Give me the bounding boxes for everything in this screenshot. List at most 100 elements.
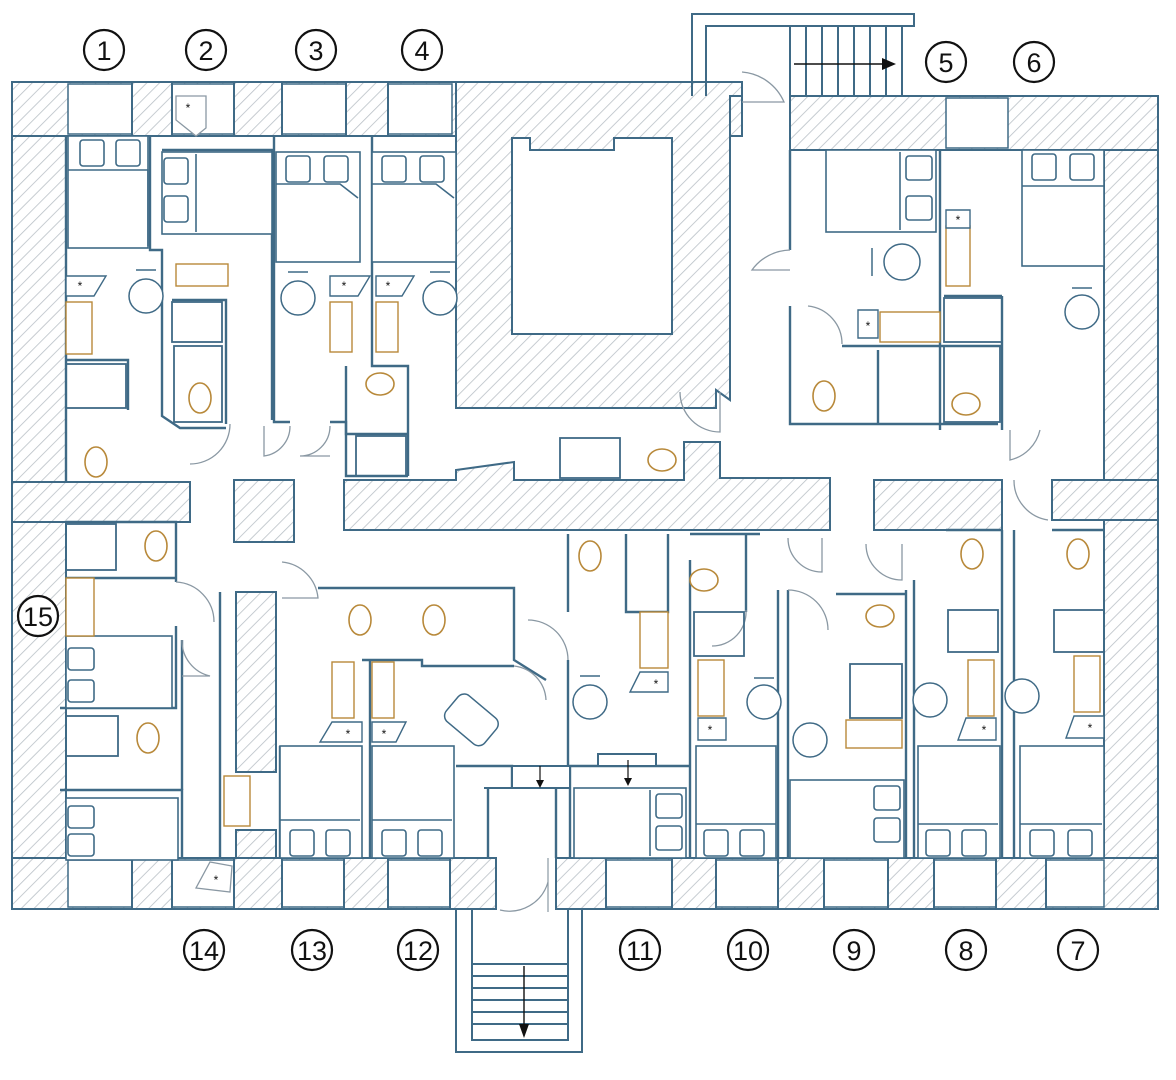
sink-icon xyxy=(879,311,941,343)
room-label-9: 9 xyxy=(832,928,876,972)
shower-icon xyxy=(65,523,117,571)
wall-post xyxy=(233,81,283,137)
room-label-4: 4 xyxy=(400,28,444,72)
room-number: 8 xyxy=(958,936,973,966)
window xyxy=(387,859,451,908)
window xyxy=(387,83,453,135)
room-label-13: 13 xyxy=(290,928,334,972)
room-label-11: 11 xyxy=(618,928,662,972)
wall-post xyxy=(131,857,173,910)
bed-icon xyxy=(1019,745,1105,859)
sink-icon xyxy=(967,659,995,717)
room-number: 6 xyxy=(1026,48,1041,78)
windows xyxy=(67,83,1105,908)
shower-icon xyxy=(355,435,407,477)
fan-icon: * xyxy=(371,721,408,743)
wall-pillar xyxy=(233,479,295,543)
toilets xyxy=(84,372,1090,754)
bed-icon xyxy=(279,745,363,859)
sink-icon xyxy=(223,775,251,827)
room-label-15: 15 xyxy=(16,594,60,638)
corridor-wall xyxy=(343,441,831,531)
wall-block-left xyxy=(11,481,191,523)
toilet-icon xyxy=(1066,538,1090,570)
shower-icon xyxy=(1053,609,1105,653)
window xyxy=(281,859,345,908)
door xyxy=(1013,479,1049,521)
partition xyxy=(318,586,547,682)
door xyxy=(527,619,569,661)
shower-icon xyxy=(65,715,119,757)
door xyxy=(711,609,747,647)
door xyxy=(189,423,231,465)
chair-icon xyxy=(912,682,948,718)
window xyxy=(281,83,347,135)
partition xyxy=(162,148,274,420)
wall-post xyxy=(233,857,283,910)
shower-icon xyxy=(849,663,903,719)
room-label-12: 12 xyxy=(396,928,440,972)
door xyxy=(194,861,233,893)
sink-icon xyxy=(945,225,971,287)
shower-icon xyxy=(693,611,745,657)
partition xyxy=(788,306,998,426)
chair-icon xyxy=(792,722,828,758)
room-number: 5 xyxy=(938,48,953,78)
fan-icon: * xyxy=(214,873,219,887)
door xyxy=(807,305,843,345)
wall-post xyxy=(131,81,173,137)
door xyxy=(787,589,829,631)
toilet-icon xyxy=(960,538,984,570)
doors xyxy=(175,71,1049,893)
svg-text:*: * xyxy=(346,727,351,741)
partition xyxy=(272,136,290,424)
bed-icon xyxy=(67,135,149,249)
bed-icon xyxy=(695,745,777,859)
chairs xyxy=(128,243,1100,758)
stairs-bottom xyxy=(455,909,583,1053)
svg-text:*: * xyxy=(186,101,191,115)
room-number: 14 xyxy=(189,936,219,966)
window xyxy=(67,859,133,908)
wall-strip-lower xyxy=(235,829,277,861)
shower-icon xyxy=(173,345,223,423)
sink-icon xyxy=(1073,655,1101,713)
door xyxy=(281,561,319,599)
sink-icon xyxy=(175,263,229,287)
wall-post xyxy=(887,857,935,910)
window xyxy=(605,859,673,908)
room-number: 10 xyxy=(733,936,763,966)
room-number: 4 xyxy=(414,36,429,66)
room-number: 9 xyxy=(846,936,861,966)
chair-icon xyxy=(871,243,921,281)
room-number: 12 xyxy=(403,936,433,966)
room-number: 1 xyxy=(96,36,111,66)
toilet-icon xyxy=(348,604,372,636)
svg-text:*: * xyxy=(654,677,659,691)
partition xyxy=(362,658,514,668)
fan-icon: * xyxy=(697,717,727,741)
bed-icon xyxy=(1021,149,1105,267)
fan-icon: * xyxy=(628,671,669,693)
room-label-2: 2 xyxy=(184,28,228,72)
svg-text:*: * xyxy=(382,727,387,741)
door xyxy=(513,665,547,701)
wall-post xyxy=(555,857,607,910)
wall-post xyxy=(343,857,389,910)
toilet-icon xyxy=(812,380,836,412)
toilet-icon xyxy=(578,540,602,572)
svg-text:*: * xyxy=(708,723,713,737)
partition xyxy=(66,520,178,582)
wall-post xyxy=(777,857,825,910)
entrance xyxy=(484,753,657,912)
toilet-icon xyxy=(422,604,446,636)
sink-icon xyxy=(331,661,355,719)
svg-text:*: * xyxy=(982,723,987,737)
partition xyxy=(456,764,514,788)
window xyxy=(67,83,133,135)
door xyxy=(750,249,791,271)
door xyxy=(741,71,785,103)
sinks xyxy=(65,225,1101,827)
sink-icon xyxy=(375,301,399,353)
